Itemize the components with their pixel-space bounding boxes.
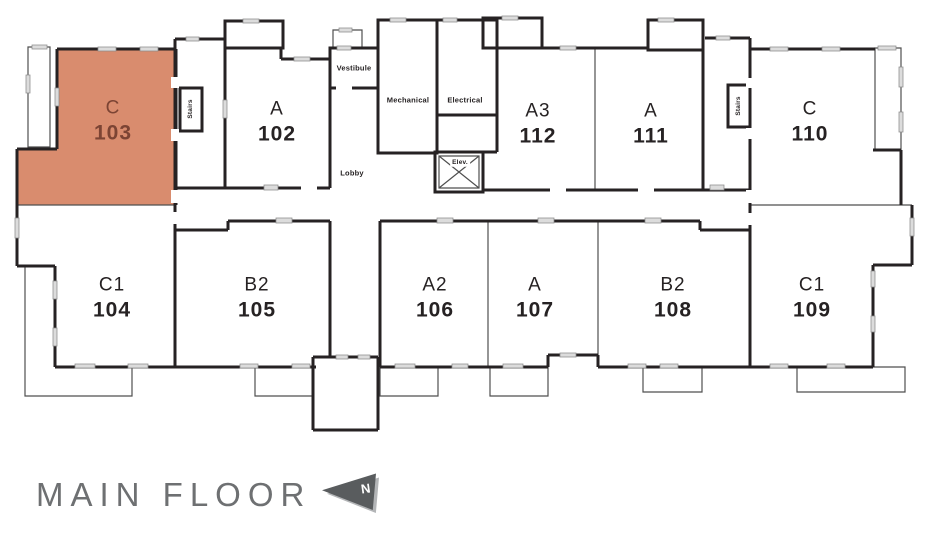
unit-number: 109	[792, 298, 832, 322]
unit-type: C1	[798, 274, 826, 296]
unit-number: 107	[515, 298, 555, 322]
unit-type: C1	[98, 274, 126, 296]
unit-label-111[interactable]: A 111	[633, 102, 669, 147]
unit-label-112[interactable]: A3 112	[520, 102, 557, 147]
unit-type: B2	[660, 274, 686, 296]
room-label-mechanical: Mechanical	[386, 95, 430, 105]
unit-number: 106	[415, 298, 455, 322]
unit-type: C	[105, 97, 121, 119]
unit-number: 103	[93, 121, 133, 145]
unit-type: A2	[422, 274, 448, 296]
windows	[14, 15, 915, 369]
room-label-stairs-right: Stairs	[734, 96, 742, 116]
unit-number: 108	[653, 298, 693, 322]
room-label-stairs-left: Stairs	[186, 99, 194, 119]
unit-type: A	[644, 100, 658, 122]
north-label: N	[359, 480, 371, 497]
room-label-elevator: Elev.	[450, 158, 470, 167]
unit-103-highlight[interactable]	[17, 49, 176, 205]
unit-label-110[interactable]: C 110	[792, 100, 829, 145]
unit-number: 102	[257, 122, 297, 146]
unit-type: A	[528, 274, 542, 296]
unit-label-102[interactable]: A 102	[258, 100, 296, 145]
unit-label-109[interactable]: C1 109	[793, 276, 831, 321]
unit-type: A3	[525, 100, 551, 122]
unit-type: B2	[244, 274, 270, 296]
door-openings	[171, 77, 754, 225]
unit-label-108[interactable]: B2 108	[654, 276, 692, 321]
unit-number: 104	[92, 298, 132, 322]
unit-number: 111	[633, 124, 669, 148]
unit-label-106[interactable]: A2 106	[416, 276, 454, 321]
unit-label-107[interactable]: A 107	[516, 276, 554, 321]
unit-number: 110	[791, 122, 829, 146]
unit-number: 105	[237, 298, 277, 322]
north-arrow-icon: N	[320, 471, 380, 513]
room-label-electrical: Electrical	[447, 95, 483, 105]
room-label-lobby: Lobby	[340, 168, 364, 178]
unit-label-103[interactable]: C 103	[94, 99, 132, 144]
unit-type: A	[270, 98, 284, 120]
unit-type: C	[802, 98, 818, 120]
unit-label-105[interactable]: B2 105	[238, 276, 276, 321]
page-title: MAIN FLOOR	[36, 476, 312, 513]
unit-label-104[interactable]: C1 104	[93, 276, 131, 321]
room-label-vestibule: Vestibule	[336, 63, 372, 73]
unit-number: 112	[519, 124, 557, 148]
